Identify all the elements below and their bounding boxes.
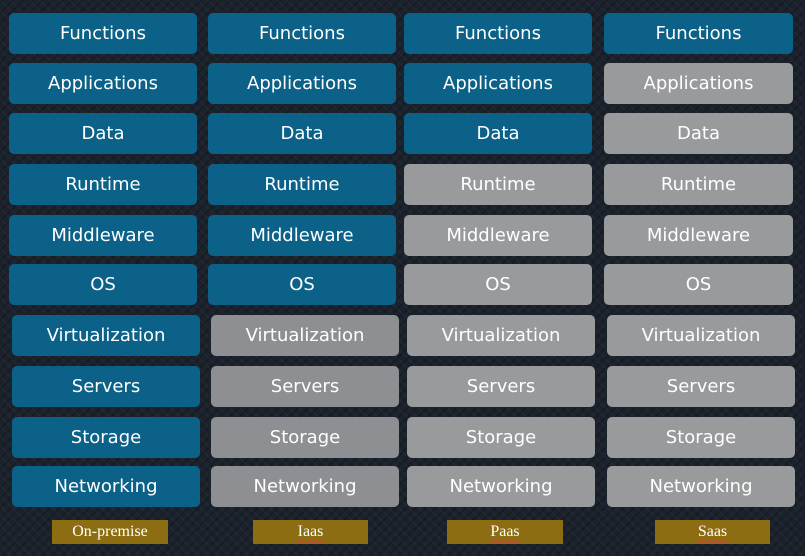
layer-functions-paas: Functions (404, 13, 592, 54)
layer-virtualization-paas: Virtualization (407, 315, 595, 356)
layer-applications-on-premise: Applications (9, 63, 197, 104)
layer-functions-on-premise: Functions (9, 13, 197, 54)
layer-servers-on-premise: Servers (12, 366, 200, 407)
layer-functions-iaas: Functions (208, 13, 396, 54)
layer-applications-iaas: Applications (208, 63, 396, 104)
layer-applications-saas: Applications (604, 63, 793, 104)
model-label-text: Iaas (297, 523, 324, 540)
layer-middleware-paas: Middleware (404, 215, 592, 256)
layer-runtime-saas: Runtime (604, 164, 793, 205)
layer-virtualization-saas: Virtualization (607, 315, 795, 356)
layer-functions-saas: Functions (604, 13, 793, 54)
model-label-on-premise: On-premise (52, 520, 168, 544)
model-label-saas: Saas (655, 520, 770, 544)
layer-runtime-on-premise: Runtime (9, 164, 197, 205)
layer-storage-paas: Storage (407, 417, 595, 458)
model-label-text: Paas (490, 523, 520, 540)
layer-applications-paas: Applications (404, 63, 592, 104)
layer-os-on-premise: OS (9, 264, 197, 305)
layer-servers-paas: Servers (407, 366, 595, 407)
layer-servers-saas: Servers (607, 366, 795, 407)
layer-data-on-premise: Data (9, 113, 197, 154)
model-label-text: On-premise (72, 523, 148, 540)
layer-os-iaas: OS (208, 264, 396, 305)
layer-os-paas: OS (404, 264, 592, 305)
layer-middleware-saas: Middleware (604, 215, 793, 256)
layer-networking-iaas: Networking (211, 466, 399, 507)
layer-middleware-on-premise: Middleware (9, 215, 197, 256)
model-label-iaas: Iaas (253, 520, 368, 544)
layer-storage-on-premise: Storage (12, 417, 200, 458)
layer-data-saas: Data (604, 113, 793, 154)
layer-runtime-paas: Runtime (404, 164, 592, 205)
model-label-text: Saas (697, 523, 728, 540)
layer-storage-saas: Storage (607, 417, 795, 458)
layer-middleware-iaas: Middleware (208, 215, 396, 256)
layer-virtualization-iaas: Virtualization (211, 315, 399, 356)
layer-runtime-iaas: Runtime (208, 164, 396, 205)
layer-data-paas: Data (404, 113, 592, 154)
layer-servers-iaas: Servers (211, 366, 399, 407)
layer-os-saas: OS (604, 264, 793, 305)
model-label-paas: Paas (447, 520, 563, 544)
layer-data-iaas: Data (208, 113, 396, 154)
layer-networking-saas: Networking (607, 466, 795, 507)
layer-storage-iaas: Storage (211, 417, 399, 458)
layer-virtualization-on-premise: Virtualization (12, 315, 200, 356)
layer-networking-on-premise: Networking (12, 466, 200, 507)
layer-networking-paas: Networking (407, 466, 595, 507)
